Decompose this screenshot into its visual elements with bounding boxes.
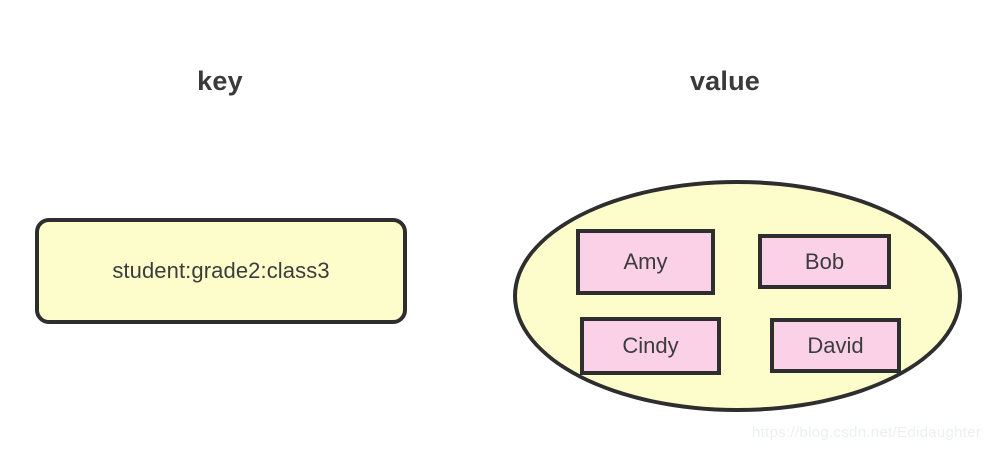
value-member-label: Bob: [804, 248, 845, 274]
column-heading-value: value: [689, 66, 761, 96]
key-box: student:grade2:class3: [35, 218, 407, 324]
value-set-ellipse: [513, 180, 962, 412]
key-box-label: student:grade2:class3: [112, 258, 330, 283]
value-member-label: Cindy: [622, 333, 679, 358]
value-member-label: David: [807, 332, 864, 358]
value-member-box: Bob: [758, 234, 891, 289]
column-heading-key: key: [197, 66, 243, 96]
value-member-box: Amy: [576, 229, 715, 295]
value-member-box: David: [770, 318, 901, 373]
watermark-text: https://blog.csdn.net/Edidaughter: [752, 424, 982, 441]
value-member-box: Cindy: [580, 317, 721, 375]
value-member-label: Amy: [623, 249, 668, 274]
